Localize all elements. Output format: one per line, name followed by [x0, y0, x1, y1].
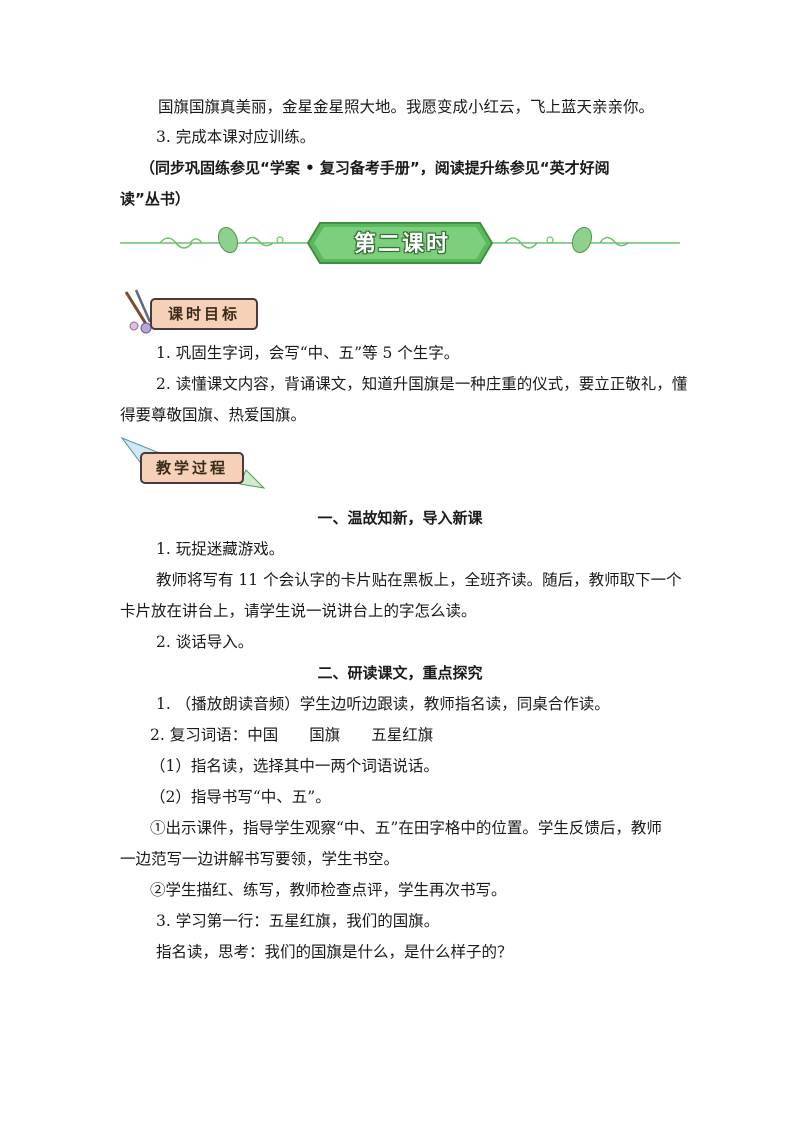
goal-item-1: 1. 巩固生字词，会写“中、五”等 5 个生字。	[156, 344, 460, 362]
section-1-item-1: 1. 玩捉迷藏游戏。	[156, 540, 285, 558]
section-2-heading: 二、研读课文，重点探究	[317, 664, 483, 682]
section-1-item-2: 2. 谈话导入。	[156, 633, 254, 651]
note-line-1: （同步巩固练参见“学案 • 复习备考手册”，阅读提升练参见“英才好阅	[140, 159, 610, 177]
section-2-sub-1: （1）指名读，选择其中一两个词语说话。	[150, 757, 439, 775]
section-2-circ-2: ②学生描红、练写，教师检查点评，学生再次书写。	[150, 881, 507, 899]
lesson-banner	[120, 222, 680, 264]
poem-line: 国旗国旗真美丽，金星金星照大地。我愿变成小红云，飞上蓝天亲亲你。	[158, 98, 655, 116]
process-label: 教学过程	[140, 452, 244, 484]
section-1-para-line-2: 卡片放在讲台上，请学生说一说讲台上的字怎么读。	[120, 602, 477, 620]
banner-title: 第二课时	[353, 232, 450, 257]
section-2-item-2: 2. 复习词语：中国 国旗 五星红旗	[150, 726, 434, 744]
section-1-para-line-1: 教师将写有 11 个会认字的卡片贴在黑板上，全班齐读。随后，教师取下一个	[156, 571, 682, 589]
intro-item-3: 3. 完成本课对应训练。	[156, 128, 316, 146]
note-line-2: 读”丛书）	[120, 190, 190, 208]
section-2-item-1: 1. （播放朗读音频）学生边听边跟读，教师指名读，同桌合作读。	[156, 695, 610, 713]
section-2-item-3: 3. 学习第一行：五星红旗，我们的国旗。	[156, 912, 440, 930]
section-1-heading: 一、温故知新，导入新课	[317, 509, 483, 527]
brush-icon	[124, 289, 152, 334]
goal-item-2-line-1: 2. 读懂课文内容，背诵课文，知道升国旗是一种庄重的仪式，要立正敬礼，懂	[156, 375, 688, 393]
section-2-circ-1-line-1: ①出示课件，指导学生观察“中、五”在田字格中的位置。学生反馈后，教师	[150, 819, 662, 837]
section-2-circ-1-line-2: 一边范写一边讲解书写要领，学生书空。	[120, 850, 400, 868]
goals-label: 课时目标	[150, 298, 258, 330]
section-2-item-3-para: 指名读，思考：我们的国旗是什么，是什么样子的？	[156, 943, 513, 961]
goal-item-2-line-2: 得要尊敬国旗、热爱国旗。	[120, 406, 307, 424]
section-2-sub-2: （2）指导书写“中、五”。	[150, 788, 331, 806]
